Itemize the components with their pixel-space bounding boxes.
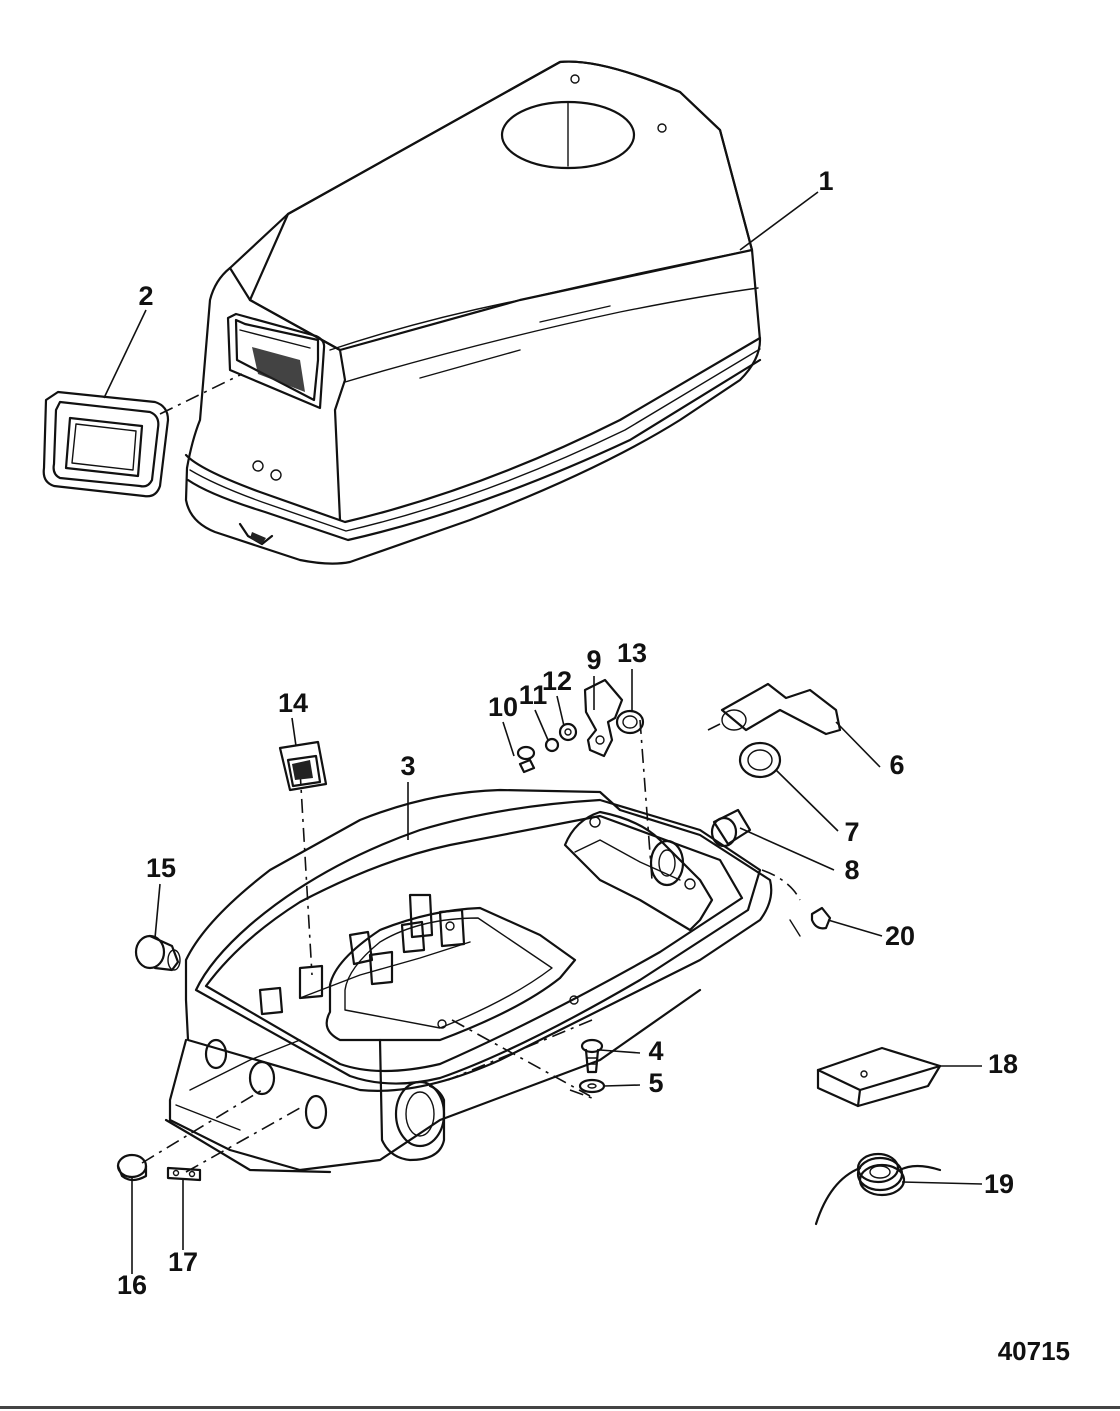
spring-19-part [814,1152,942,1226]
plug-16-part [116,1153,148,1182]
callout-11: 11 [519,680,548,710]
latch-hardware-parts [516,678,645,774]
callout-1: 1 [818,166,833,196]
plate-17-part [166,1166,202,1182]
callout-18: 18 [988,1049,1018,1079]
grommet-14-part [278,740,328,792]
callout-13: 13 [617,638,647,668]
washer-5-part [578,1078,606,1094]
plug-15-part [134,934,181,972]
callout-7: 7 [844,817,859,847]
bottom-cowl-part [141,719,801,1174]
handle-6-part [707,682,842,736]
callout-17: 17 [168,1247,198,1277]
screw-4-part [580,1038,604,1074]
callout-6: 6 [889,750,904,780]
callout-9: 9 [586,645,601,675]
callout-3: 3 [400,751,415,781]
callout-12: 12 [542,666,572,696]
figure-number: 40715 [998,1336,1070,1366]
callout-19: 19 [984,1169,1014,1199]
bushing-8-part [710,808,752,848]
callout-14: 14 [278,688,308,718]
callout-leaders [103,191,983,1274]
callout-2: 2 [138,281,153,311]
ring-7-part [738,741,782,779]
callout-10: 10 [488,692,518,722]
callout-15: 15 [146,853,176,883]
top-cowl-part [184,60,762,565]
clip-20-part [789,906,832,937]
page-bottom-rule [0,1406,1120,1409]
pad-18-part [816,1046,942,1108]
cowl-seal-part [42,373,243,498]
callout-20: 20 [885,921,915,951]
callout-4: 4 [648,1036,663,1066]
callout-5: 5 [648,1068,663,1098]
callout-labels: 1 2 3 4 5 6 7 8 9 10 11 12 13 14 15 16 1… [117,166,1018,1300]
callout-8: 8 [844,855,859,885]
callout-16: 16 [117,1270,147,1300]
